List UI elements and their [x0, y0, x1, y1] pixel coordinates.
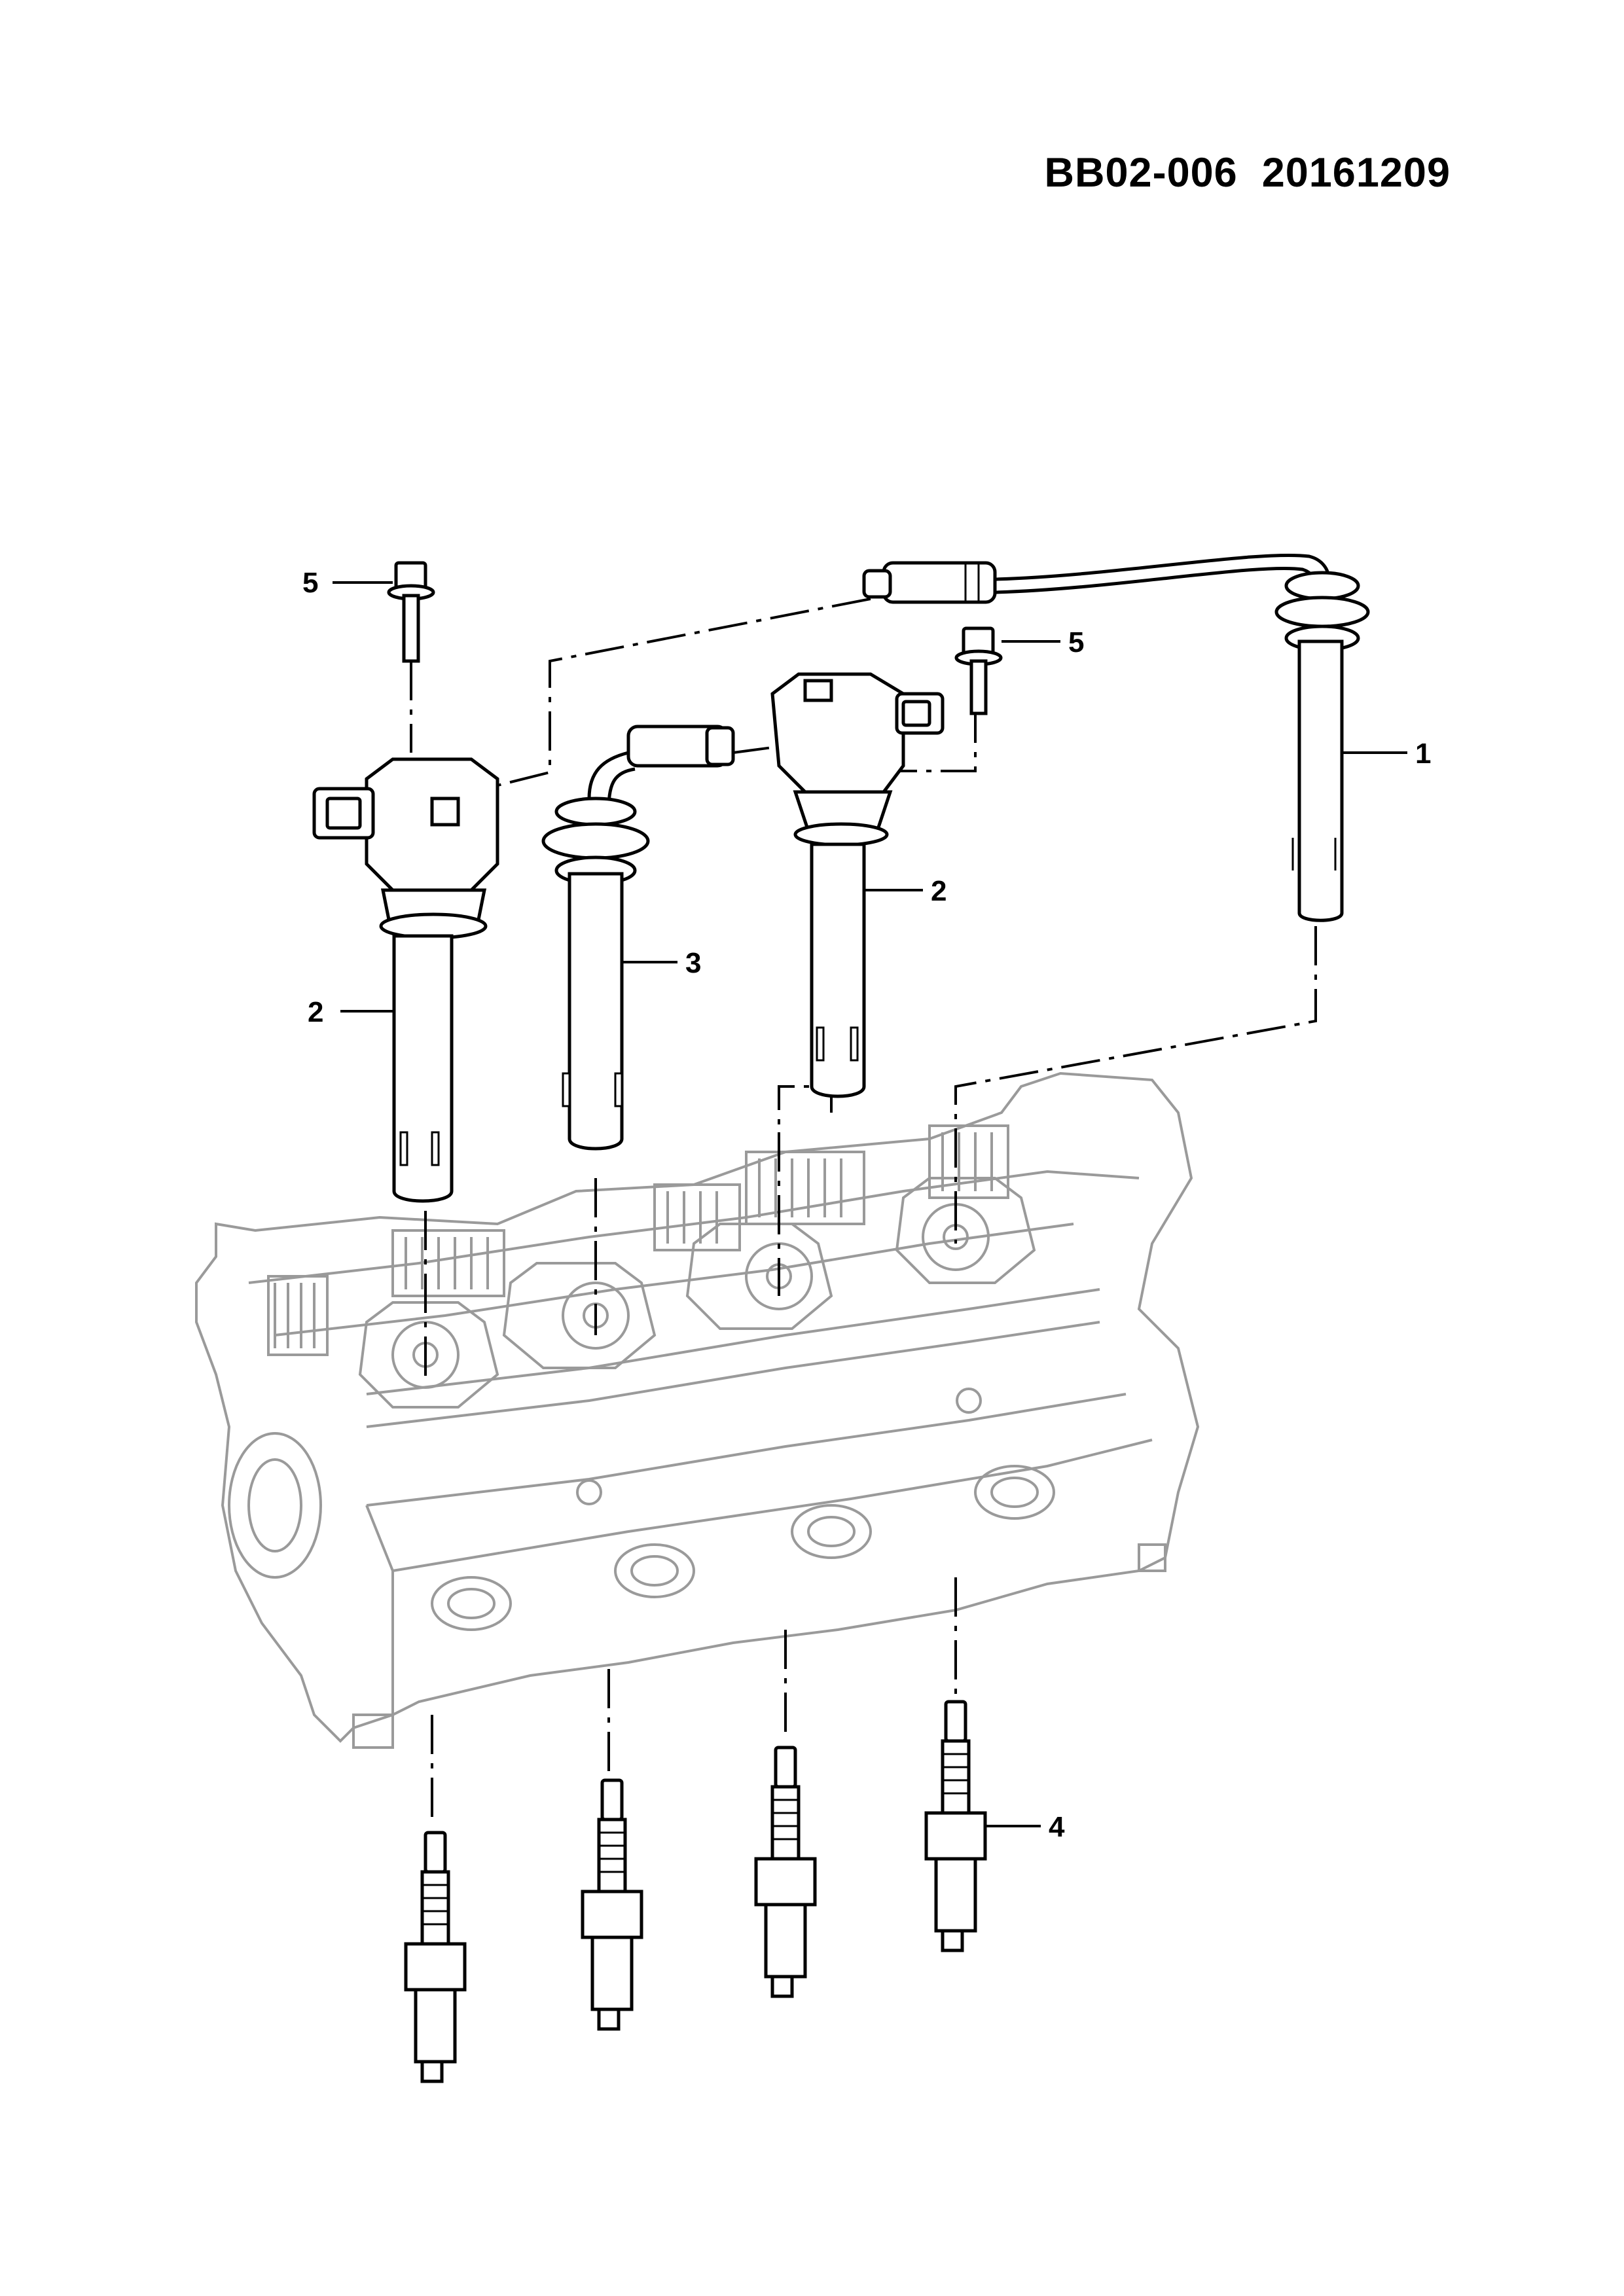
- ignition-lead-long: [862, 553, 1370, 922]
- bolt-right: [954, 626, 1003, 715]
- callout-bolt-left: 5: [302, 567, 318, 599]
- callout-leaders: [333, 581, 1407, 1827]
- callout-ignition-lead-short: 3: [685, 947, 701, 979]
- cylinder-head: [195, 1071, 1200, 1749]
- spark-plug-2: [581, 1778, 643, 2031]
- ignition-coil-left: [312, 757, 499, 1203]
- callout-ignition-lead-long: 1: [1415, 738, 1431, 770]
- bolt-left: [387, 561, 435, 663]
- diagram-code: BB02-006 20161209: [1044, 150, 1451, 196]
- spark-plug-3: [754, 1746, 817, 1998]
- assembly-centerlines: [410, 598, 1317, 1826]
- spark-plug-4: [924, 1700, 987, 1952]
- callout-spark-plug: 4: [1049, 1811, 1065, 1843]
- callout-coil-right: 2: [931, 875, 947, 907]
- callout-coil-left: 2: [308, 996, 323, 1028]
- callout-bolt-right: 5: [1068, 626, 1084, 658]
- spark-plug-1: [404, 1831, 467, 2083]
- ignition-lead-short: [541, 725, 735, 1151]
- spark-plugs: [404, 1700, 987, 2083]
- ignition-coil-right: [770, 672, 945, 1098]
